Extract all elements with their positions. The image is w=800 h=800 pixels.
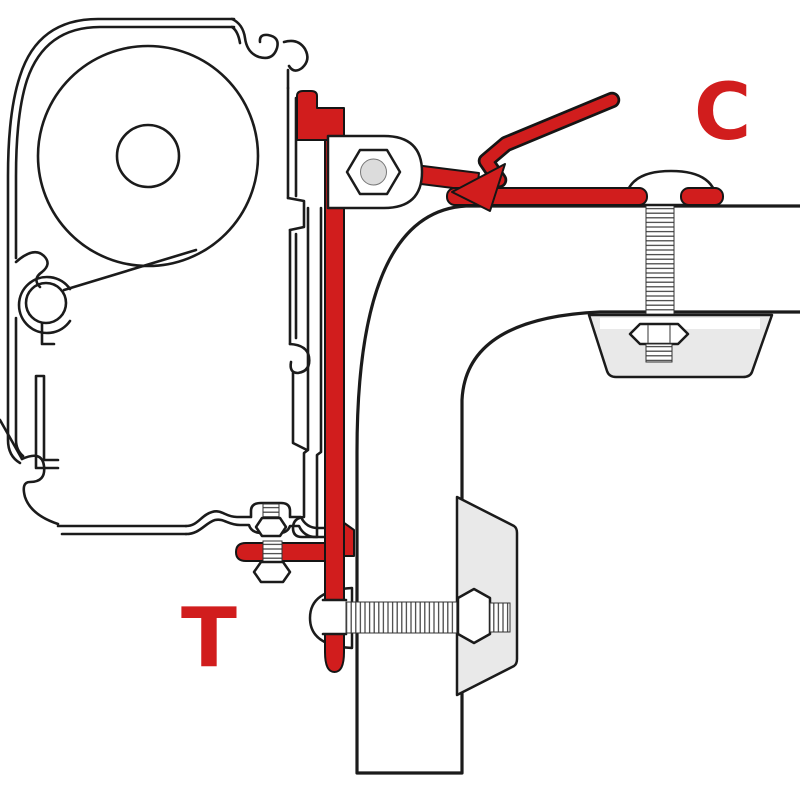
pivot-bracket-head [326, 134, 424, 210]
t-arm-bolt-thread [262, 540, 283, 564]
roller-drum [36, 44, 260, 268]
wall-bolt-nut [456, 587, 492, 645]
case-outer-shell [6, 17, 236, 465]
roof-bolt-thread-end [645, 343, 673, 363]
case-bottom-rail [56, 524, 188, 536]
bracket-screw-thread [262, 503, 280, 519]
wall-bolt-assembly-front [321, 587, 511, 645]
pointer-arrow-shaft [480, 94, 618, 186]
roof-flange-right [680, 187, 724, 206]
fabric-line [62, 248, 198, 292]
roller-axle [115, 123, 181, 189]
red-adapter-parts [235, 90, 724, 673]
t-arm-bolt [252, 540, 292, 584]
roof-bolt-nut [628, 322, 690, 346]
wall-bolt-thread [345, 601, 458, 634]
bracket-screw-head [254, 516, 288, 538]
label-t: T [181, 591, 237, 686]
t-arm-bolt-nut [252, 560, 292, 584]
adapter-vertical-rail [324, 139, 345, 673]
wall-bolt-thread-end [489, 602, 511, 633]
adapter-t-arm [235, 542, 337, 562]
roof-bolt-thread [645, 203, 675, 319]
awning-case [0, 17, 328, 539]
front-rail-roller [24, 281, 68, 325]
hex-bolt-center [360, 158, 387, 186]
adapter-top-hook [296, 90, 345, 141]
label-c: C [694, 68, 752, 158]
wall-cross-section [355, 204, 800, 775]
pointer-arrowhead-icon [451, 163, 506, 212]
adapter-rail-face [291, 206, 323, 539]
